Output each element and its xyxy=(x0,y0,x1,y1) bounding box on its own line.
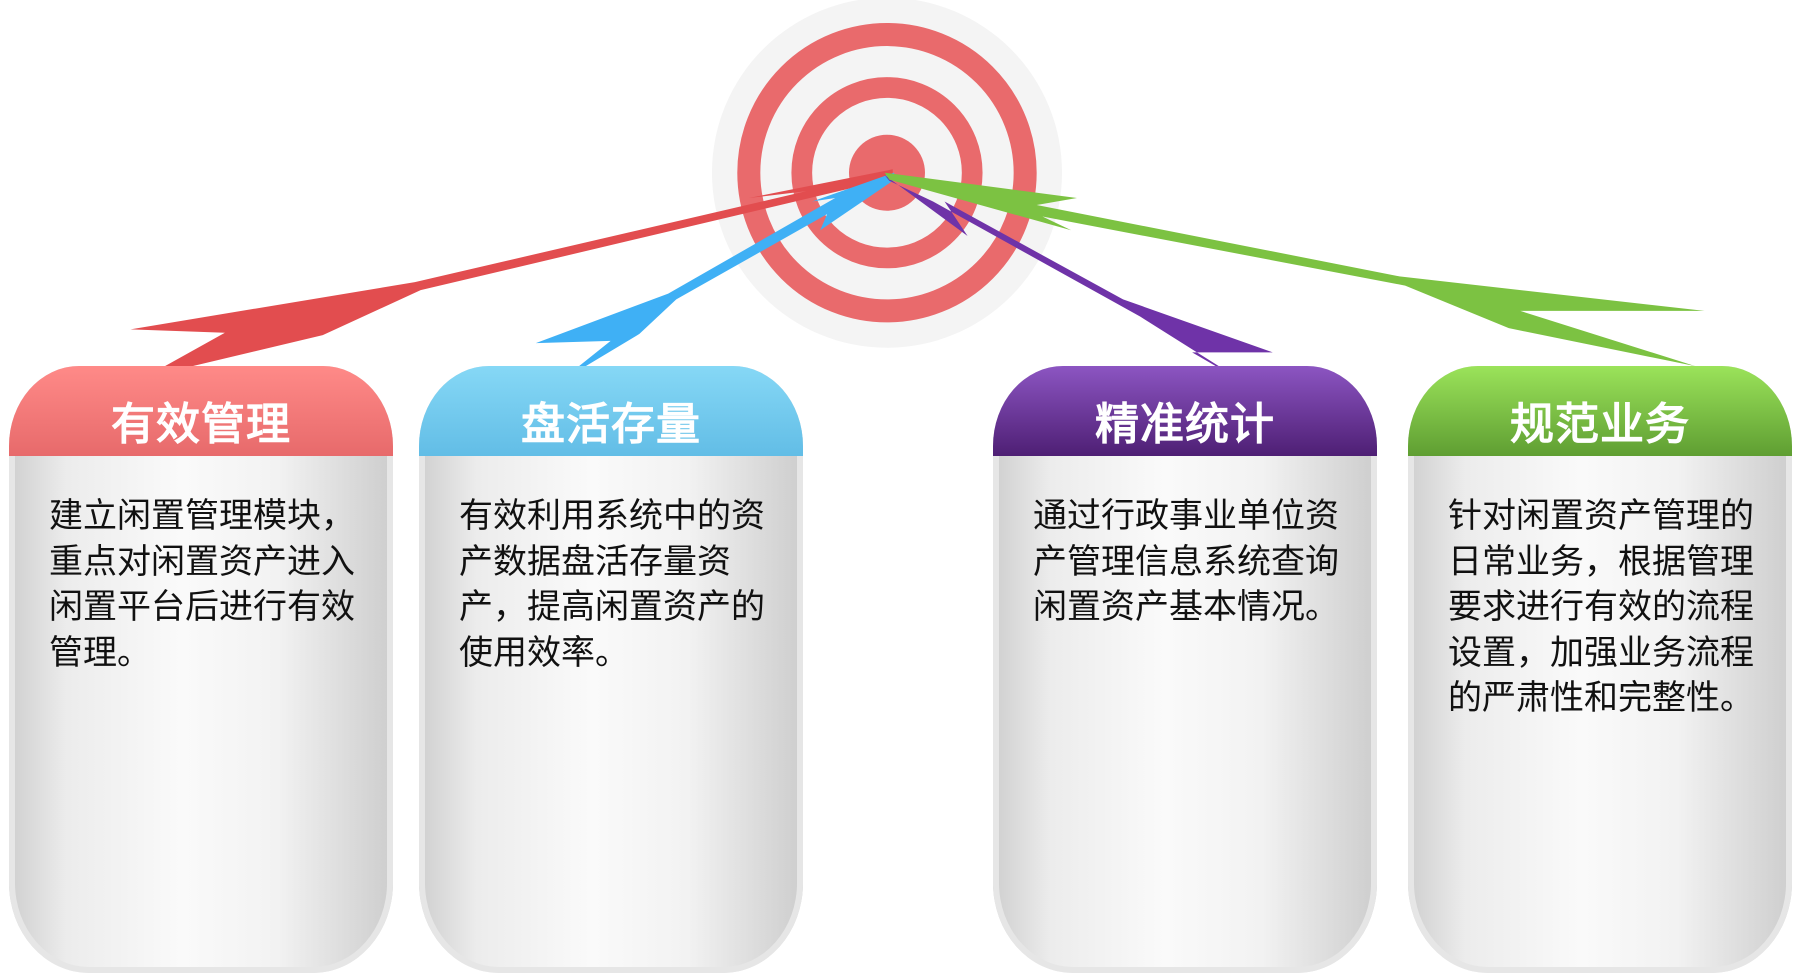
target-ring-outer xyxy=(737,23,1037,323)
card-revitalize-stock: 盘活存量 有效利用系统中的资产数据盘活存量资产，提高闲置资产的使用效率。 xyxy=(419,366,803,973)
card-header: 规范业务 xyxy=(1408,366,1792,456)
card-standardize-business: 规范业务 针对闲置资产管理的日常业务，根据管理要求进行有效的流程设置，加强业务流… xyxy=(1408,366,1792,973)
card-header: 盘活存量 xyxy=(419,366,803,456)
purple-arrow xyxy=(884,175,1273,390)
target-ring-middle xyxy=(791,77,983,269)
red-arrow xyxy=(130,169,893,378)
green-arrow xyxy=(884,172,1705,367)
card-header: 精准统计 xyxy=(993,366,1377,456)
card-text: 有效利用系统中的资产数据盘活存量资产，提高闲置资产的使用效率。 xyxy=(459,496,765,673)
card-title: 有效管理 xyxy=(111,399,291,450)
blue-arrow xyxy=(535,172,897,383)
card-header: 有效管理 xyxy=(9,366,393,456)
card-effective-management: 有效管理 建立闲置管理模块，重点对闲置资产进入闲置平台后进行有效管理。 xyxy=(9,366,393,973)
card-title: 规范业务 xyxy=(1510,399,1690,450)
card-text: 建立闲置管理模块，重点对闲置资产进入闲置平台后进行有效管理。 xyxy=(49,496,355,673)
card-text: 针对闲置资产管理的日常业务，根据管理要求进行有效的流程设置，加强业务流程的严肃性… xyxy=(1448,496,1754,718)
card-precise-statistics: 精准统计 通过行政事业单位资产管理信息系统查询闲置资产基本情况。 xyxy=(993,366,1377,973)
card-title: 精准统计 xyxy=(1095,399,1275,450)
card-text: 通过行政事业单位资产管理信息系统查询闲置资产基本情况。 xyxy=(1033,496,1339,627)
card-title: 盘活存量 xyxy=(521,399,701,450)
